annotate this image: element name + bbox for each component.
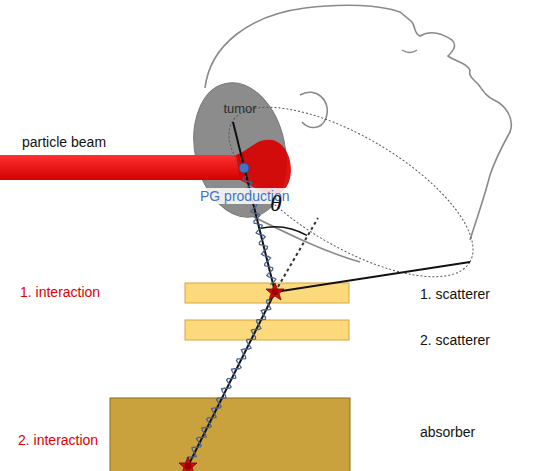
- angle-symbol: θ: [268, 190, 284, 218]
- region-label: tumor: [190, 102, 290, 117]
- cone-line: [233, 122, 275, 292]
- beam-label: particle beam: [22, 134, 106, 150]
- part-name: 2. scatterer: [418, 332, 492, 348]
- interaction-star: [266, 283, 284, 300]
- absorber-block: [110, 398, 350, 471]
- part-name: absorber: [418, 424, 477, 440]
- event-label: 2. interaction: [16, 432, 100, 448]
- photon-wave: [187, 300, 271, 458]
- part-name: 1. scatterer: [418, 286, 492, 302]
- interaction-star: [179, 457, 197, 471]
- photon-wave: [187, 176, 276, 458]
- pg-point: [239, 163, 249, 173]
- angle-arc: [259, 227, 307, 236]
- scatterer-plate: [185, 320, 349, 340]
- cone-axis: [275, 218, 318, 292]
- event-label: 1. interaction: [18, 284, 102, 300]
